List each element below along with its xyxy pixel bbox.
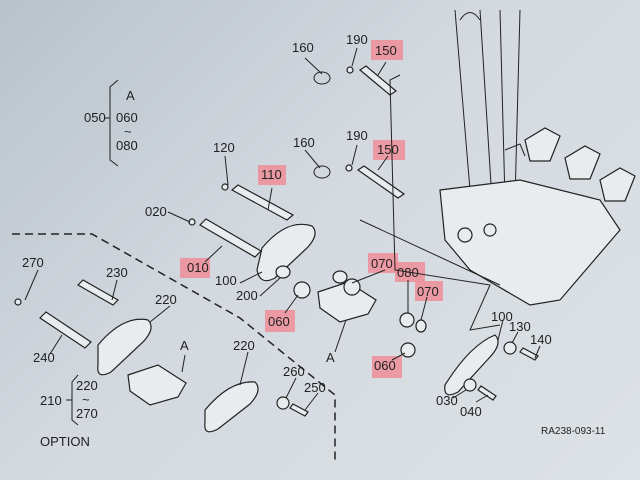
label-240: 240	[33, 350, 55, 365]
drawing-number: RA238-093-11	[541, 426, 606, 437]
label-tilde: ~	[82, 392, 90, 407]
label-060: 060	[374, 358, 396, 373]
label-160: 160	[292, 40, 314, 55]
label-150: 150	[375, 43, 397, 58]
label-070: 070	[371, 256, 393, 271]
label-220: 220	[233, 338, 255, 353]
label-040: 040	[460, 404, 482, 419]
label-270: 270	[76, 406, 98, 421]
label-150: 150	[377, 142, 399, 157]
label-190: 190	[346, 32, 368, 47]
label-030: 030	[436, 393, 458, 408]
label-100: 100	[491, 309, 513, 324]
label-060: 060	[116, 110, 138, 125]
parts	[14, 65, 539, 433]
label-230: 230	[106, 265, 128, 280]
label-a: A	[180, 338, 189, 353]
label-220: 220	[76, 378, 98, 393]
label-200: 200	[236, 288, 258, 303]
label-220: 220	[155, 292, 177, 307]
label-080: 080	[116, 138, 138, 153]
label-050: 050	[84, 110, 106, 125]
label-130: 130	[509, 319, 531, 334]
label-070: 070	[417, 284, 439, 299]
label-250: 250	[304, 380, 326, 395]
label-a: A	[326, 350, 335, 365]
label-210: 210	[40, 393, 62, 408]
label-020: 020	[145, 204, 167, 219]
label-120: 120	[213, 140, 235, 155]
part-labels: 160 190 150 050 A 060 ~ 080 120 160 190 …	[22, 32, 606, 449]
label-140: 140	[530, 332, 552, 347]
label-080: 080	[397, 265, 419, 280]
label-190: 190	[346, 128, 368, 143]
boom-bucket-drawing	[439, 9, 636, 306]
option-label: OPTION	[40, 434, 90, 449]
label-060: 060	[268, 314, 290, 329]
label-160: 160	[293, 135, 315, 150]
label-270: 270	[22, 255, 44, 270]
label-tilde: ~	[124, 124, 132, 139]
option-boundary	[12, 233, 336, 462]
label-100: 100	[215, 273, 237, 288]
label-260: 260	[283, 364, 305, 379]
label-110: 110	[261, 167, 282, 182]
label-010: 010	[187, 260, 209, 275]
leader-lines	[24, 47, 541, 426]
label-a: A	[126, 88, 135, 103]
highlight-marks	[180, 40, 443, 378]
